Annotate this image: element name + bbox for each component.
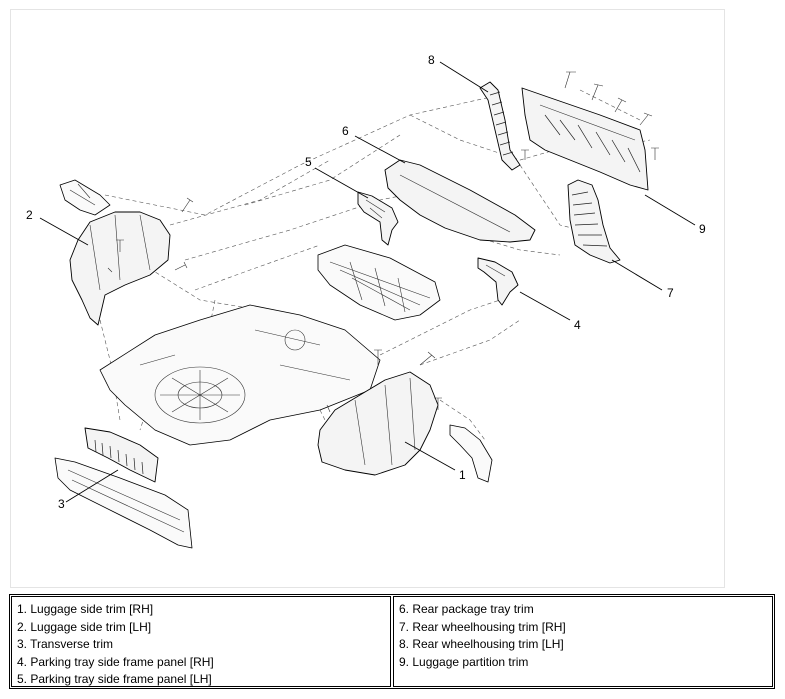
part-rear-bracket-rh: [449, 424, 493, 483]
callout-numbers: 1 2 3 4 5 6 7 8 9: [26, 53, 706, 511]
legend-item: 8. Rear wheelhousing trim [LH]: [399, 637, 564, 651]
part-rear-package-tray-trim: [384, 159, 536, 243]
legend-item: 2. Luggage side trim [LH]: [17, 619, 152, 634]
fasteners-partition: [521, 71, 659, 160]
fasteners-rh: [326, 349, 442, 413]
callout-6: 6: [342, 124, 349, 138]
callout-7: 7: [667, 286, 674, 300]
legend-item: 7. Rear wheelhousing trim [RH]: [399, 619, 566, 634]
part-luggage-partition-trim: [521, 87, 649, 191]
legend-item: 9. Luggage partition trim: [399, 654, 529, 669]
callout-4: 4: [574, 318, 581, 332]
legend-column-right: 6. Rear package tray trim 7. Rear wheelh…: [393, 596, 773, 687]
callout-1: 1: [459, 468, 466, 482]
part-rear-wheelhousing-trim-lh: [479, 81, 521, 171]
legend-item: 4. Parking tray side frame panel [RH]: [17, 654, 214, 669]
part-luggage-side-trim-rh: [317, 371, 439, 476]
callout-8: 8: [428, 53, 435, 67]
part-rear-wheelhousing-trim-rh: [567, 179, 621, 264]
legend-column-left: 1. Luggage side trim [RH] 2. Luggage sid…: [11, 596, 391, 687]
part-parcel-tray-frame: [317, 244, 441, 321]
part-transverse-trim: [84, 427, 159, 483]
leader-lines: [39, 61, 696, 503]
callout-5: 5: [305, 155, 312, 169]
callout-2: 2: [26, 208, 33, 222]
parts-legend-table: 1. Luggage side trim [RH] 2. Luggage sid…: [9, 594, 775, 689]
legend-item: 1. Luggage side trim [RH]: [17, 602, 154, 616]
part-rear-sill-plate: [54, 457, 193, 549]
fasteners-lh: [107, 197, 194, 273]
part-luggage-floor: [99, 304, 381, 446]
legend-item: 3. Transverse trim: [17, 637, 114, 651]
legend-item: 6. Rear package tray trim: [399, 602, 534, 616]
legend-item: 5. Parking tray side frame panel [LH]: [17, 672, 212, 686]
part-luggage-side-trim-lh: [59, 179, 171, 326]
exploded-parts-diagram: 1 2 3 4 5 6 7 8 9: [26, 53, 706, 549]
part-parking-tray-side-frame-lh: [357, 191, 399, 246]
callout-3: 3: [58, 497, 65, 511]
callout-9: 9: [699, 222, 706, 236]
part-parking-tray-side-frame-rh: [477, 257, 519, 306]
